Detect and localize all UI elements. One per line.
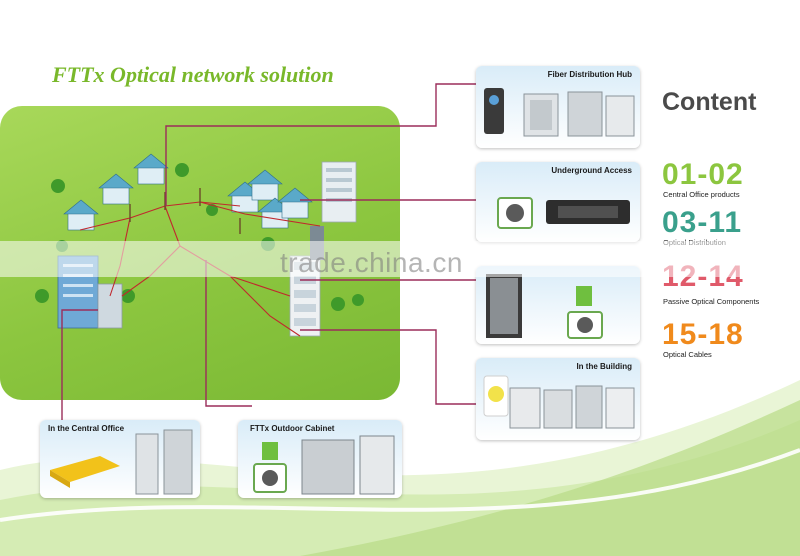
pole-icon [129, 188, 241, 234]
watermark-band [0, 241, 800, 277]
section-range[interactable]: 15-18 [662, 318, 744, 351]
passive-components-illustration [486, 274, 603, 339]
card-label: In the Central Office [48, 424, 125, 433]
card-label: Underground Access [551, 166, 632, 175]
card-outdoor-cabinet[interactable]: FTTx Outdoor Cabinet [238, 420, 402, 498]
fiber-hub-illustration [484, 88, 635, 137]
section-label: Passive Optical Components [663, 297, 760, 306]
card-fiber-distribution-hub[interactable]: Fiber Distribution Hub [476, 66, 640, 148]
card-label: Fiber Distribution Hub [547, 70, 632, 79]
underground-illustration [497, 197, 630, 229]
card-label: In the Building [576, 362, 632, 371]
card-label: FTTx Outdoor Cabinet [250, 424, 335, 433]
section-label: Central Office products [663, 190, 740, 199]
section-range[interactable]: 03-11 [662, 206, 743, 239]
watermark-text: trade.china.cn [280, 247, 463, 278]
content-heading: Content [662, 88, 757, 116]
section-label: Optical Cables [663, 350, 712, 359]
office-tower-icon [321, 161, 357, 223]
page-title: FTTx Optical network solution [52, 62, 334, 87]
central-office-illustration [50, 429, 193, 495]
card-underground-access[interactable]: Underground Access [476, 162, 640, 242]
section-range[interactable]: 01-02 [662, 158, 744, 191]
card-in-the-building[interactable]: In the Building [476, 358, 640, 440]
building-illustration [483, 375, 635, 429]
outdoor-cabinet-illustration [253, 435, 395, 495]
card-passive-components[interactable] [476, 266, 640, 344]
card-central-office[interactable]: In the Central Office [40, 420, 200, 498]
